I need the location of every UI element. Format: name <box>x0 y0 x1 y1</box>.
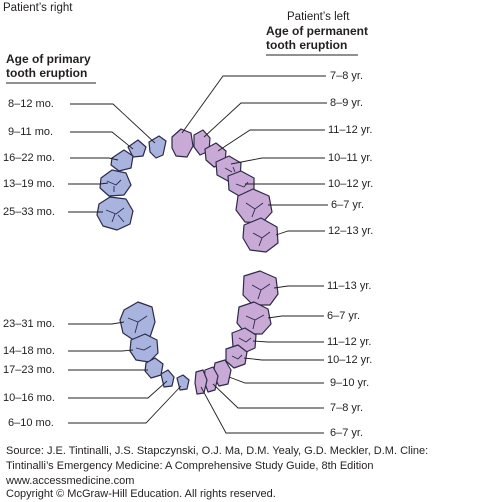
lower-primary-teeth <box>119 301 190 391</box>
lower-primary-label-central-incisor: 6–10 mo. <box>8 417 54 429</box>
lower-permanent-second-molar <box>242 270 279 306</box>
permanent-heading-line2: tooth eruption <box>266 37 348 52</box>
upper-primary-label-first-molar: 13–19 mo. <box>3 178 55 190</box>
upper-permanent-label-central-incisor: 7–8 yr. <box>330 70 364 82</box>
upper-primary-label-canine: 16–22 mo. <box>3 152 55 164</box>
lower-permanent-label-lateral-incisor: 7–8 yr. <box>330 402 364 414</box>
lower-permanent-label-first-molar: 6–7 yr. <box>327 310 361 322</box>
patients-left-label: Patient’s left <box>287 11 350 23</box>
lower-permanent-label-second-molar: 11–13 yr. <box>327 280 372 292</box>
upper-permanent-label-canine: 11–12 yr. <box>328 124 373 136</box>
upper-permanent-label-second-premolar: 10–12 yr. <box>328 178 374 190</box>
primary-heading-line1: Age of primary <box>6 52 91 66</box>
lower-permanent-label-canine: 9–10 yr. <box>330 377 370 389</box>
lower-primary-label-lateral-incisor: 10–16 mo. <box>3 392 55 404</box>
source-line-1: Source: J.E. Tintinalli, J.S. Stapczynsk… <box>6 445 429 457</box>
lower-permanent-label-first-premolar: 10–12 yr. <box>327 354 373 366</box>
lower-primary-lateral-incisor <box>160 369 175 388</box>
lower-primary-label-first-molar: 14–18 mo. <box>3 345 55 357</box>
tooth-grooves <box>105 166 271 360</box>
upper-permanent-leaders <box>181 75 328 236</box>
permanent-heading: Age of permanent tooth eruption <box>266 24 369 53</box>
upper-permanent-label-second-molar: 12–13 yr. <box>328 225 374 237</box>
lower-permanent-teeth <box>194 270 279 395</box>
upper-permanent-label-first-molar: 6–7 yr. <box>331 199 365 211</box>
lower-primary-leaders <box>68 321 182 424</box>
upper-primary-canine <box>110 149 134 172</box>
lower-permanent-leaders <box>200 285 324 434</box>
lower-permanent-label-central-incisor: 6–7 yr. <box>330 427 364 439</box>
lower-primary-first-molar <box>129 333 159 363</box>
source-line-3: www.accessmedicine.com <box>6 475 135 487</box>
permanent-heading-line1: Age of permanent <box>266 24 369 38</box>
lower-permanent-label-second-premolar: 11–12 yr. <box>327 336 372 348</box>
upper-permanent-first-molar <box>235 188 273 224</box>
primary-heading-line2: tooth eruption <box>6 65 88 80</box>
lower-primary-label-canine: 17–23 mo. <box>3 364 55 376</box>
upper-permanent-label-first-premolar: 10–11 yr. <box>328 152 373 164</box>
source-line-4: Copyright © McGraw-Hill Education. All r… <box>6 488 276 500</box>
lower-permanent-first-molar <box>236 301 272 335</box>
source-line-2: Tintinalli’s Emergency Medicine: A Compr… <box>6 460 374 472</box>
upper-primary-label-lateral-incisor: 9–11 mo. <box>8 126 54 138</box>
upper-primary-label-central-incisor: 8–12 mo. <box>8 98 54 110</box>
upper-primary-first-molar <box>99 169 132 197</box>
upper-permanent-label-lateral-incisor: 8–9 yr. <box>330 97 364 109</box>
primary-heading: Age of primary tooth eruption <box>6 52 91 81</box>
upper-primary-leaders <box>68 103 156 213</box>
upper-permanent-teeth <box>171 128 279 253</box>
patients-right-label: Patient’s right <box>3 2 73 14</box>
upper-permanent-second-molar <box>242 217 279 253</box>
upper-primary-label-second-molar: 25–33 mo. <box>3 206 55 218</box>
lower-primary-label-second-molar: 23–31 mo. <box>3 318 55 330</box>
upper-permanent-central-incisor <box>171 128 194 158</box>
